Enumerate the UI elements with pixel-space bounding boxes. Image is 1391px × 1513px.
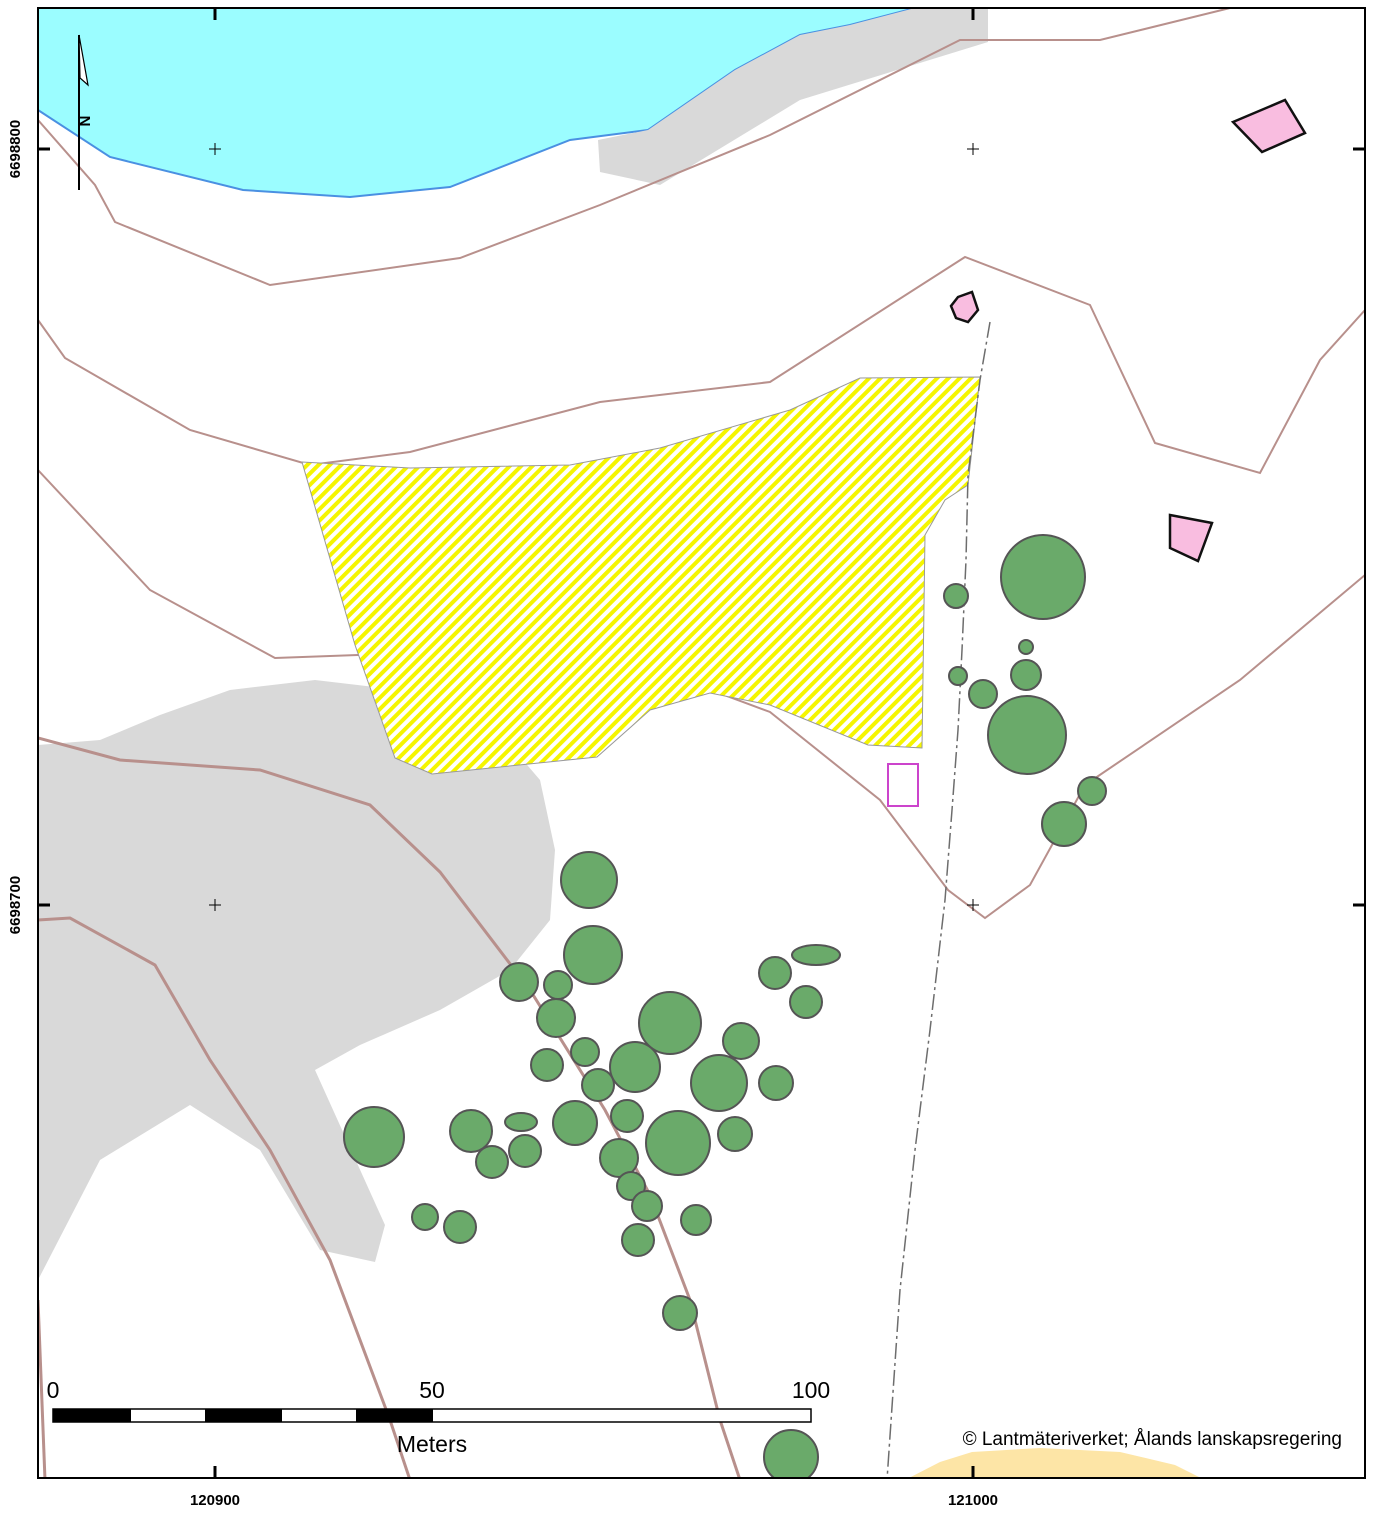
y-tick-label: 6698800 (7, 120, 24, 178)
rock-outcrop-west (38, 680, 555, 1280)
tree (475, 1145, 509, 1179)
tree (1041, 801, 1087, 847)
tree (343, 1106, 405, 1168)
tree (543, 970, 573, 1000)
contour-line (38, 255, 1365, 475)
tree (560, 851, 618, 909)
scale-bar: 0 50 100 Meters (47, 1377, 831, 1457)
y-tick-label: 6698700 (7, 876, 24, 934)
building-outline (887, 763, 919, 807)
north-arrow-icon: N (76, 34, 93, 190)
dashed-path (886, 321, 991, 1478)
building (949, 290, 980, 324)
tree (536, 998, 576, 1038)
tree (987, 695, 1067, 775)
tree (1018, 639, 1034, 655)
credit-text: © Lantmäteriverket; Ålands lanskapsreger… (963, 1429, 1342, 1450)
scale-label: 0 (47, 1377, 60, 1403)
tree (948, 666, 968, 686)
tree (1010, 659, 1042, 691)
contour-line (38, 8, 1231, 287)
scale-label: 50 (419, 1377, 445, 1403)
north-label: N (76, 116, 93, 127)
tree (1077, 776, 1107, 806)
tree (758, 1065, 794, 1101)
tree (680, 1204, 712, 1236)
tree (638, 991, 702, 1055)
tree (690, 1054, 748, 1112)
tree (609, 1041, 661, 1093)
tree (443, 1210, 477, 1244)
map-frame (37, 7, 1366, 1479)
contour-line (38, 1299, 47, 1478)
tree (968, 679, 998, 709)
rock-outcrop-north (598, 8, 988, 185)
tree (499, 962, 539, 1002)
tree (581, 1068, 615, 1102)
building (1230, 98, 1307, 154)
tree (631, 1190, 663, 1222)
tree (717, 1116, 753, 1152)
x-tick-label: 121000 (948, 1492, 998, 1509)
scale-unit: Meters (397, 1431, 467, 1457)
hatched-parcel (301, 376, 981, 775)
tree (621, 1223, 655, 1257)
tree (789, 985, 823, 1019)
tree (530, 1048, 564, 1082)
contour-line (38, 916, 411, 1478)
field-area (908, 1448, 1201, 1478)
x-tick-label: 120900 (190, 1492, 240, 1509)
tree (563, 925, 623, 985)
tree (763, 1429, 819, 1478)
tree (504, 1112, 538, 1132)
tree (508, 1134, 542, 1168)
tree (610, 1099, 644, 1133)
tree (943, 583, 969, 609)
scale-label: 100 (792, 1377, 830, 1403)
tree (645, 1110, 711, 1176)
tree (449, 1109, 493, 1153)
tree (552, 1100, 598, 1146)
tree (1000, 534, 1086, 620)
tree (758, 956, 792, 990)
tree (411, 1203, 439, 1231)
grid-crosses (209, 143, 979, 911)
tree (570, 1037, 600, 1067)
tree (791, 944, 841, 966)
tree (722, 1022, 760, 1060)
tree (662, 1295, 698, 1331)
building (1168, 513, 1214, 563)
frame-ticks (38, 8, 1365, 1478)
